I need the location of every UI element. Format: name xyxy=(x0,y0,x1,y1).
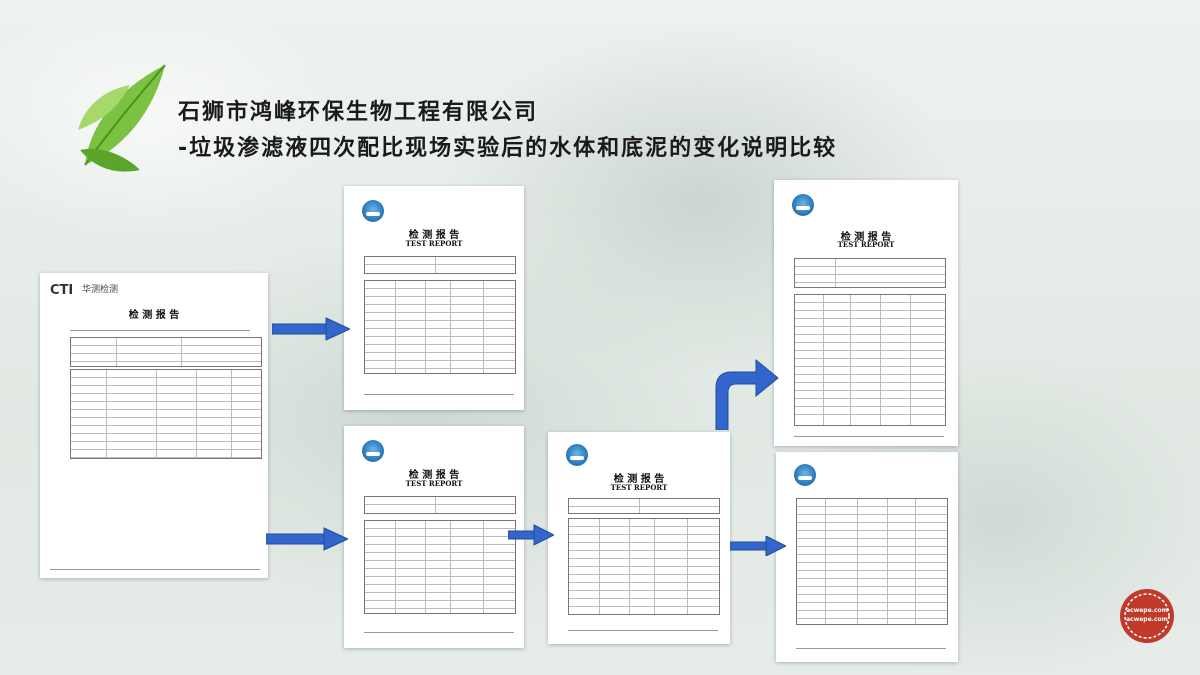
arrow-right-icon xyxy=(266,527,348,551)
cti-test-report: CTI 华测检测 检 测 报 告 xyxy=(40,273,268,578)
report-title-cn: 检 测 报 告 xyxy=(408,230,460,241)
acwepe-stamp: acwepe.com acwepe.com xyxy=(1118,587,1176,645)
test-report-5 xyxy=(776,452,958,662)
test-report-2: 检 测 报 告 TEST REPORT xyxy=(344,426,524,648)
report-title-en: TEST REPORT xyxy=(405,479,463,488)
stamp-text-2: acwepe.com xyxy=(1126,616,1168,623)
page-subtitle: -垃圾渗滤液四次配比现场实验后的水体和底泥的变化说明比较 xyxy=(178,136,838,161)
test-report-4: 检 测 报 告 TEST REPORT xyxy=(774,180,958,446)
report-title-en: TEST REPORT xyxy=(837,240,895,249)
report-title-en: TEST REPORT xyxy=(610,483,668,492)
arrow-right-icon xyxy=(508,524,554,546)
leaf-logo-icon xyxy=(78,64,166,172)
cti-brand: CTI xyxy=(50,283,74,298)
arrow-right-icon xyxy=(272,317,350,341)
report-title-cn: 检 测 报 告 xyxy=(840,232,892,243)
report-title-en: TEST REPORT xyxy=(405,239,463,248)
test-report-3: 检 测 报 告 TEST REPORT xyxy=(548,432,730,644)
report-title-cn: 检 测 报 告 xyxy=(408,470,460,481)
stamp-text-1: acwepe.com xyxy=(1126,607,1168,614)
test-report-1: 检 测 报 告 TEST REPORT xyxy=(344,186,524,410)
arrow-bend-up-right-icon xyxy=(715,358,779,430)
page-title: 石狮市鸿峰环保生物工程有限公司 xyxy=(178,100,539,125)
arrow-right-icon xyxy=(730,536,786,556)
cti-report-title: 检 测 报 告 xyxy=(128,310,180,321)
cti-brand-cn: 华测检测 xyxy=(82,285,119,295)
report-title-cn: 检 测 报 告 xyxy=(613,474,665,485)
